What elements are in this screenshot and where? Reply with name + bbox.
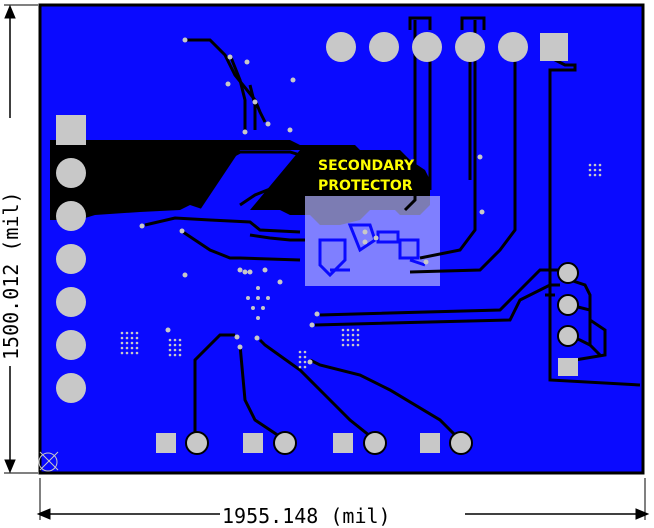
array-via [351,328,355,332]
right-header-pad-2 [557,294,579,316]
array-via [178,343,182,347]
array-via [125,331,129,335]
via-arrays [120,163,602,369]
array-via [346,333,350,337]
array-via [120,341,124,345]
array-via [168,348,172,352]
array-via [125,336,129,340]
array-via [298,350,302,354]
array-via [356,333,360,337]
array-via [598,163,602,167]
array-via [341,328,345,332]
right-header-square-pad [558,358,578,376]
array-via [125,346,129,350]
array-via [178,338,182,342]
left-header-pad-6 [56,373,86,403]
left-header [56,115,86,403]
left-header-pad-4 [56,287,86,317]
array-via [135,331,139,335]
right-header [557,262,579,376]
array-via [351,338,355,342]
array-via [588,173,592,177]
left-header-pad-3 [56,244,86,274]
array-via [303,365,307,369]
left-header-square-pad [56,115,86,145]
vias [139,37,485,365]
secondary-protector-label-line2: PROTECTOR [318,178,413,194]
top-header-pad-3 [412,32,442,62]
top-header-pad-5 [498,32,528,62]
array-via [346,338,350,342]
array-via [341,343,345,347]
right-header-pad-3 [557,325,579,347]
width-dimension-text: 1955.148 (mil) [222,504,391,528]
top-header-pad-1 [326,32,356,62]
array-via [168,338,172,342]
secondary-protector-label-line1: SECONDARY [318,158,415,174]
array-via [351,333,355,337]
array-via [298,360,302,364]
array-via [125,351,129,355]
array-via [303,355,307,359]
protector-components [318,223,426,278]
left-header-pad-5 [56,330,86,360]
array-via [351,343,355,347]
array-via [173,343,177,347]
array-via [125,341,129,345]
left-header-pad-2 [56,201,86,231]
origin-marker [38,451,59,472]
array-via [178,353,182,357]
array-via [130,341,134,345]
array-via [598,168,602,172]
array-via [588,168,592,172]
array-via [173,348,177,352]
array-via [168,353,172,357]
array-via [356,343,360,347]
right-header-pad-1 [557,262,579,284]
array-via [346,328,350,332]
array-via [135,351,139,355]
array-via [135,336,139,340]
array-via [593,168,597,172]
array-via [120,331,124,335]
top-header-pad-2 [369,32,399,62]
array-via [130,331,134,335]
array-via [303,350,307,354]
array-via [120,351,124,355]
array-via [120,346,124,350]
array-via [598,173,602,177]
array-via [593,173,597,177]
left-header-pad-1 [56,158,86,188]
array-via [120,336,124,340]
array-via [341,333,345,337]
height-dimension-text: 1500.012 (mil) [0,191,23,360]
array-via [135,346,139,350]
array-via [346,343,350,347]
array-via [588,163,592,167]
array-via [356,338,360,342]
array-via [168,343,172,347]
array-via [356,328,360,332]
array-via [130,336,134,340]
top-header-square-pad [540,33,568,61]
top-header [326,16,568,62]
array-via [303,360,307,364]
top-header-pad-4 [455,32,485,62]
bottom-pads [156,431,473,455]
array-via [130,351,134,355]
array-via [173,338,177,342]
array-via [298,365,302,369]
array-via [593,163,597,167]
array-via [178,348,182,352]
array-via [135,341,139,345]
array-via [298,355,302,359]
array-via [130,346,134,350]
array-via [173,353,177,357]
array-via [341,338,345,342]
